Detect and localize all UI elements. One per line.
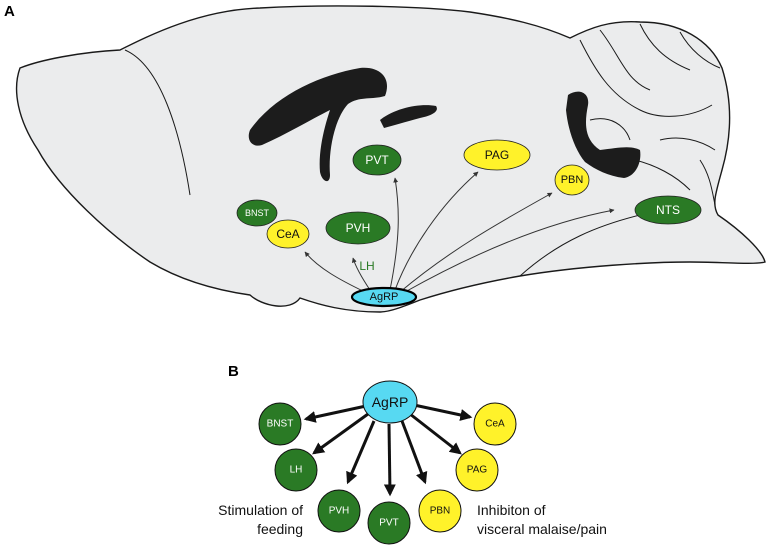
region-nts: NTS (634, 195, 702, 225)
region-pvt-label: PVT (365, 153, 389, 167)
target-pbn: PBN (418, 489, 462, 533)
target-pbn-label: PBN (430, 506, 451, 517)
region-pvt: PVT (352, 144, 402, 176)
agrp-projection-arrows (304, 171, 615, 293)
caption-stimulation-line2: feeding (257, 521, 303, 537)
region-cea: CeA (266, 219, 310, 249)
region-nts-label: NTS (656, 203, 680, 217)
target-bnst: BNST (258, 402, 302, 446)
caption-stimulation-line1: Stimulation of (218, 502, 303, 518)
target-cea: CeA (473, 402, 517, 446)
target-lh-label: LH (290, 465, 303, 476)
hub-agrp: AgRP (362, 380, 418, 424)
panel-b-letter: B (228, 363, 239, 380)
region-pvh-label: PVH (346, 221, 371, 235)
target-pvt: PVT (367, 501, 411, 545)
caption-inhibition: Inhibiton of visceral malaise/pain (477, 502, 607, 537)
region-pag: PAG (463, 139, 531, 171)
hub-agrp-label: AgRP (372, 394, 409, 410)
target-pvh-label: PVH (329, 506, 350, 517)
region-agrp-label: AgRP (370, 291, 399, 303)
region-bnst: BNST (236, 199, 278, 227)
region-pvh: PVH (325, 211, 391, 245)
target-pag-label: PAG (467, 465, 488, 476)
target-lh: LH (274, 448, 318, 492)
target-pag: PAG (455, 448, 499, 492)
target-pvh: PVH (317, 489, 361, 533)
target-pvt-label: PVT (379, 518, 398, 529)
region-bnst-label: BNST (245, 208, 270, 218)
region-pbn-label: PBN (561, 174, 584, 186)
caption-inhibition-line1: Inhibiton of (477, 502, 546, 518)
region-pbn: PBN (554, 164, 590, 196)
target-bnst-label: BNST (267, 419, 294, 430)
panel-a-letter: A (4, 3, 15, 20)
hub-arrows (303, 403, 473, 497)
target-cea-label: CeA (485, 419, 505, 430)
caption-stimulation: Stimulation of feeding (218, 502, 303, 537)
region-pag-label: PAG (485, 148, 509, 162)
lateral-ventricle (248, 67, 437, 182)
region-lh-label: LH (359, 259, 374, 273)
region-cea-label: CeA (276, 227, 299, 241)
caption-inhibition-line2: visceral malaise/pain (477, 521, 607, 537)
region-agrp: AgRP (350, 286, 418, 308)
fourth-ventricle (566, 91, 641, 178)
